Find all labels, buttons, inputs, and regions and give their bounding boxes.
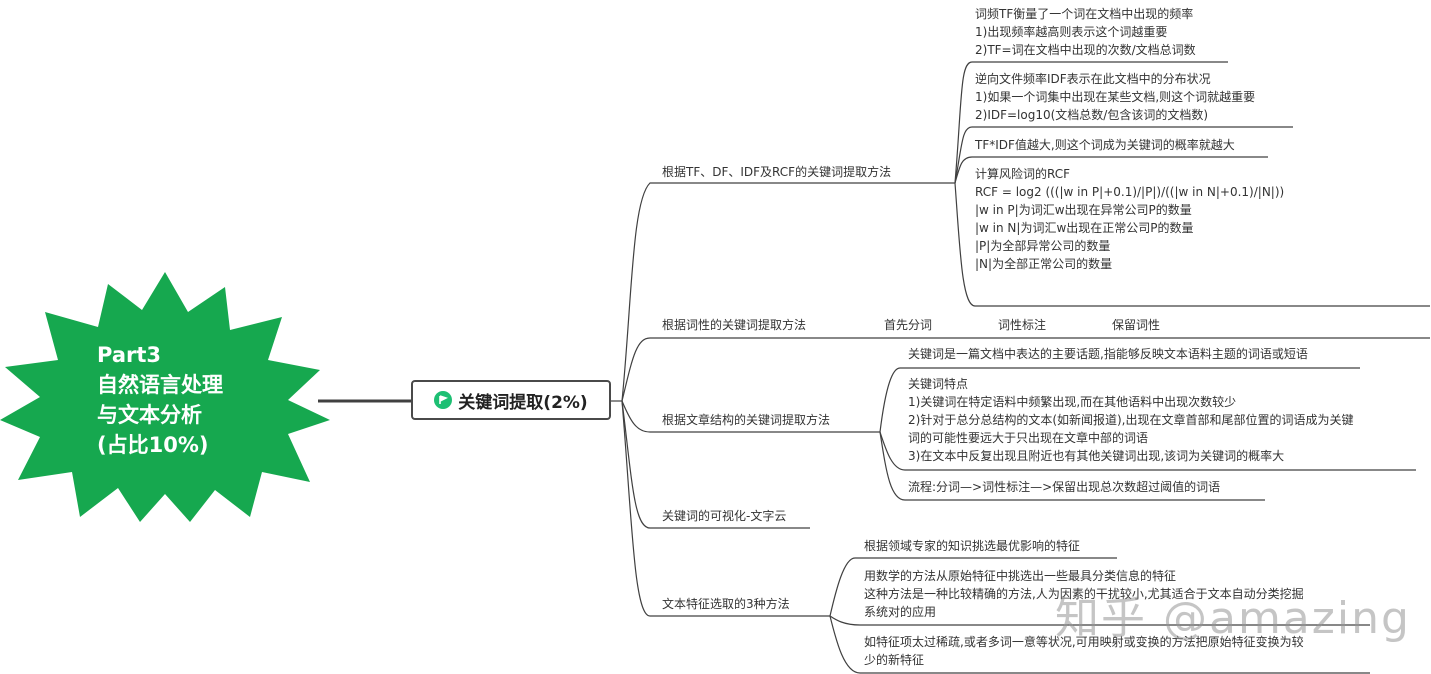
leaf-rcf-formula[interactable]: 计算风险词的RCF RCF = log2 (((|w in P|+0.1)/|P… [975,167,1285,271]
root-topic-starburst[interactable] [0,272,330,522]
branch-feature-selection[interactable]: 文本特征选取的3种方法 [662,597,790,611]
flag-icon [434,391,453,409]
leaf-tf-idf-note[interactable]: TF*IDF值越大,则这个词成为关键词的概率就越大 [975,138,1235,152]
branch-tf-idf-rcf[interactable]: 根据TF、DF、IDF及RCF的关键词提取方法 [662,165,892,179]
pos-step-retain[interactable]: 保留词性 [1112,318,1161,332]
branch-structure-method[interactable]: 根据文章结构的关键词提取方法 [662,413,831,427]
leaf-keyword-definition[interactable]: 关键词是一篇文档中表达的主要话题,指能够反映文本语料主题的词语或短语 [908,347,1308,361]
leaf-expert-selection[interactable]: 根据领域专家的知识挑选最优影响的特征 [864,539,1081,553]
leaf-keyword-features[interactable]: 关键词特点 1)关键词在特定语料中频繁出现,而在其他语料中出现次数较少 2)针对… [908,377,1354,463]
main-topic-node[interactable]: 关键词提取(2%) [411,380,611,420]
pos-step-segmentation[interactable]: 首先分词 [884,318,933,332]
leaf-idf-definition[interactable]: 逆向文件频率IDF表示在此文档中的分布状况 1)如果一个词集中出现在某些文档,则… [975,72,1256,122]
leaf-mapping-transform[interactable]: 如特征项太过稀疏,或者多词一意等状况,可用映射或变换的方法把原始特征变换为较 少… [864,635,1304,667]
branch-word-cloud[interactable]: 关键词的可视化-文字云 [662,509,787,523]
main-topic-label: 关键词提取(2%) [458,392,588,413]
branch-pos-method[interactable]: 根据词性的关键词提取方法 [662,318,807,332]
root-topic-label: Part3 自然语言处理 与文本分析 (占比10%) [97,343,223,457]
leaf-math-selection[interactable]: 用数学的方法从原始特征中挑选出一些最具分类信息的特征 这种方法是一种比较精确的方… [864,569,1304,619]
watermark: 知乎 @amazing [1055,593,1411,644]
leaf-structure-process[interactable]: 流程:分词—>词性标注—>保留出现总次数超过阈值的词语 [908,480,1221,494]
leaf-tf-definition[interactable]: 词频TF衡量了一个词在文档中出现的频率 1)出现频率越高则表示这个词越重要 2)… [975,7,1196,57]
pos-step-tagging[interactable]: 词性标注 [998,318,1047,332]
